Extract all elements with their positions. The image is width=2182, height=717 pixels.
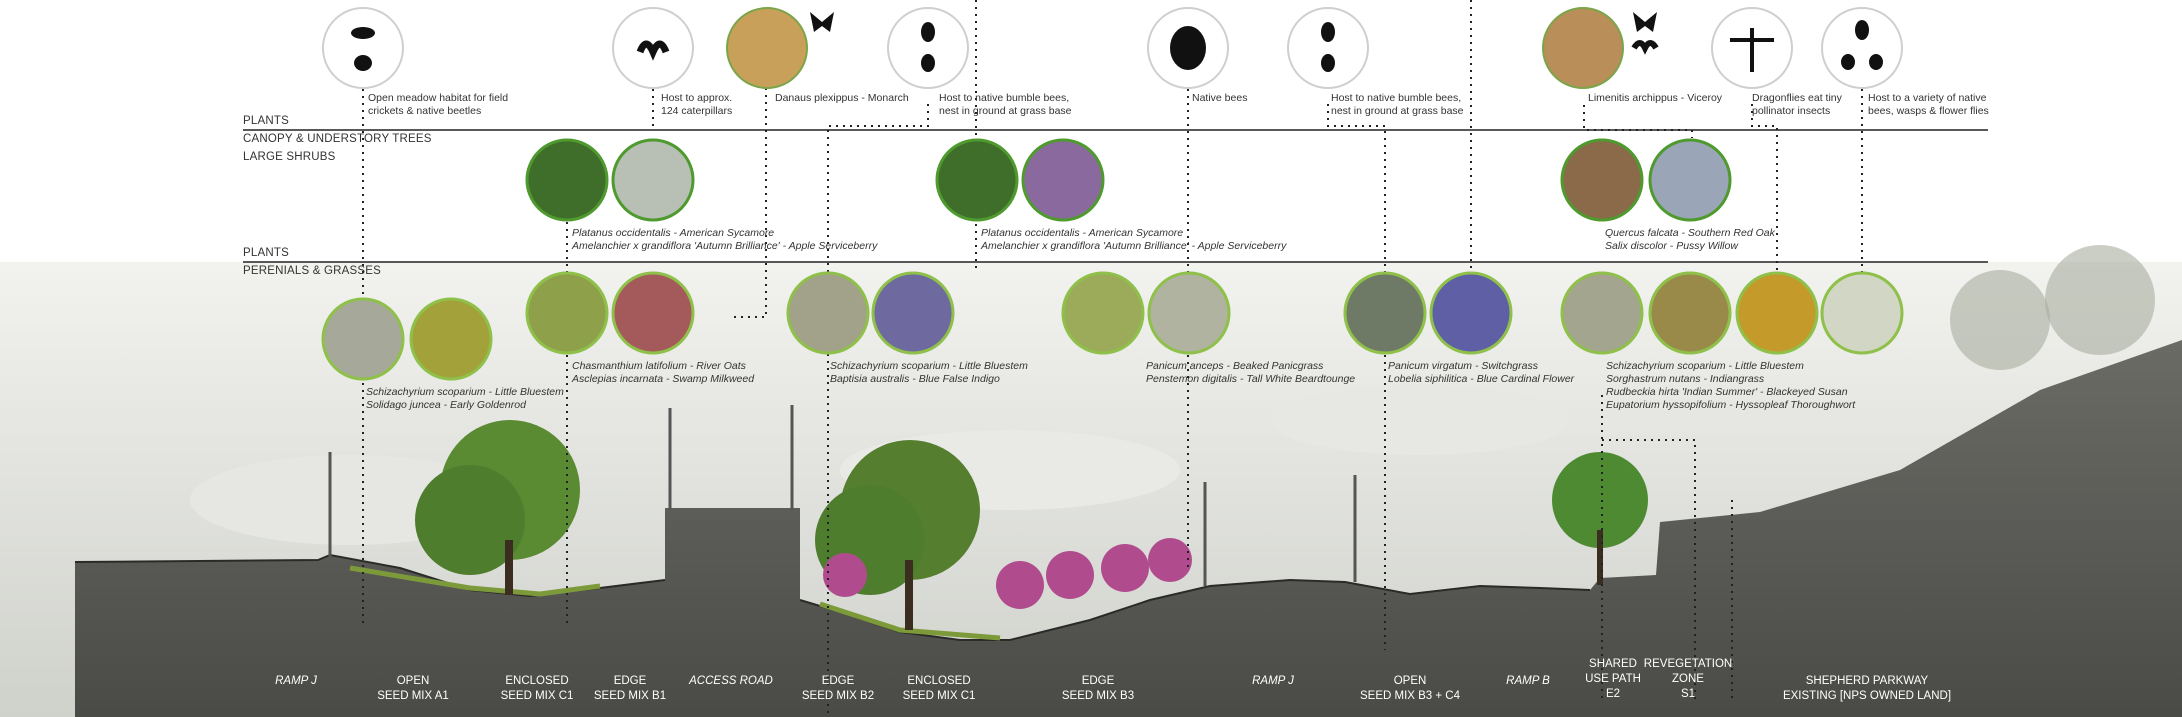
cloud [1270, 385, 1570, 455]
band-label-plants: PLANTS [243, 247, 289, 259]
zone-label: RAMP J [275, 675, 317, 687]
perennial-caption: Schizachyrium scoparium - Little Blueste… [1606, 360, 1856, 411]
redbud-tree [823, 553, 867, 597]
band-label-canopy: CANOPY & UNDERSTORY TREES [243, 133, 432, 145]
ground-profile [75, 340, 2182, 717]
band-label-shrubs: LARGE SHRUBS [243, 151, 336, 163]
tree-trunk [905, 560, 913, 630]
insect-glyphs [351, 12, 1883, 72]
redbud-tree [1101, 544, 1149, 592]
zone-label: RAMP B [1506, 675, 1550, 687]
perennial-caption: Schizachyrium scoparium - Little Blueste… [366, 386, 564, 411]
band-label-perennials: PERENIALS & GRASSES [243, 265, 382, 277]
insect-caption: Host to native bumble bees,nest in groun… [1331, 92, 1464, 117]
insect-circles [322, 7, 1903, 89]
band-label-plants: PLANTS [243, 115, 289, 127]
zone-label: RAMP J [1252, 675, 1294, 687]
oak-tree [1552, 452, 1648, 548]
shrub-caption: Platanus occidentalis - American Sycamor… [981, 227, 1287, 252]
tree-trunk [1597, 530, 1603, 585]
insect-caption: Danaus plexippus - Monarch [775, 92, 909, 104]
insect-caption: Host to approx.124 caterpillars [661, 92, 733, 117]
background-tree [1950, 270, 2050, 370]
insect-caption: Host to native bumble bees,nest in groun… [939, 92, 1072, 117]
perennial-caption: Schizachyrium scoparium - Little Blueste… [830, 360, 1028, 385]
monarch-photo-circle [726, 7, 808, 89]
zone-label: ACCESS ROAD [689, 675, 773, 687]
meadow-grass [819, 601, 1001, 641]
viceroy-photo-circle [1542, 7, 1624, 89]
shrub-caption: Platanus occidentalis - American Sycamor… [572, 227, 878, 252]
redbud-tree [1148, 538, 1192, 582]
redbud-tree [996, 561, 1044, 609]
insect-caption: Limenitis archippus - Viceroy [1588, 92, 1723, 104]
sycamore-tree [415, 465, 525, 575]
insect-caption: Native bees [1192, 92, 1248, 104]
background-tree [2045, 245, 2155, 355]
perennial-circles [321, 271, 1904, 381]
tree-trunk [505, 540, 513, 595]
shrub-circles [525, 138, 1732, 222]
redbud-tree [1046, 551, 1094, 599]
